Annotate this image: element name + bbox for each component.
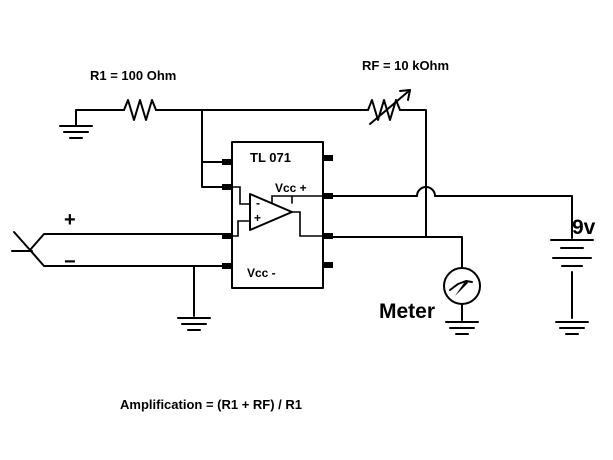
opamp-symbol: [249, 193, 293, 231]
ground-symbol-bottom-left: [177, 317, 211, 331]
wire-crossover-hop: [416, 186, 436, 197]
ground-symbol-battery: [555, 321, 589, 335]
opamp-inverting-label: -: [256, 196, 260, 210]
ic-pins: [222, 155, 333, 269]
thermocouple-input: [11, 231, 223, 267]
resistor-r1: [123, 99, 157, 121]
r1-label: R1 = 100 Ohm: [90, 68, 176, 83]
wire-vcc-plus-to-pin7: [271, 195, 324, 204]
rf-adjust-arrow: [369, 89, 411, 125]
ground-symbol-left: [59, 125, 93, 139]
wire-out-to-pin6: [291, 211, 324, 237]
wire-feedback-to-pin2: [201, 109, 223, 188]
formula-label: Amplification = (R1 + RF) / R1: [120, 397, 302, 412]
rf-label: RF = 10 kOhm: [362, 58, 449, 73]
wire-rf-to-output: [399, 109, 427, 238]
input-plus-label: +: [64, 209, 76, 231]
opamp-noninverting-label: +: [254, 211, 261, 225]
vcc-minus-label: Vcc -: [247, 266, 276, 280]
wire-ground-to-r1: [75, 109, 125, 127]
resistor-rf: [367, 99, 401, 121]
wire-to-battery-plus: [434, 195, 573, 239]
input-minus-label: −: [64, 251, 76, 273]
wire-output-to-meter: [332, 236, 463, 269]
battery-symbol: [550, 239, 594, 267]
ic-package: [231, 141, 324, 289]
meter-label: Meter: [379, 300, 435, 323]
meter-symbol: [443, 267, 481, 305]
ground-symbol-meter: [445, 321, 479, 335]
wire-pin2-to-inv: [231, 186, 251, 205]
wire-noninv-to-pin3: [231, 220, 251, 237]
vcc-plus-label: Vcc +: [275, 181, 307, 195]
ic-name-label: TL 071: [250, 150, 291, 165]
battery-label: 9v: [572, 216, 596, 239]
